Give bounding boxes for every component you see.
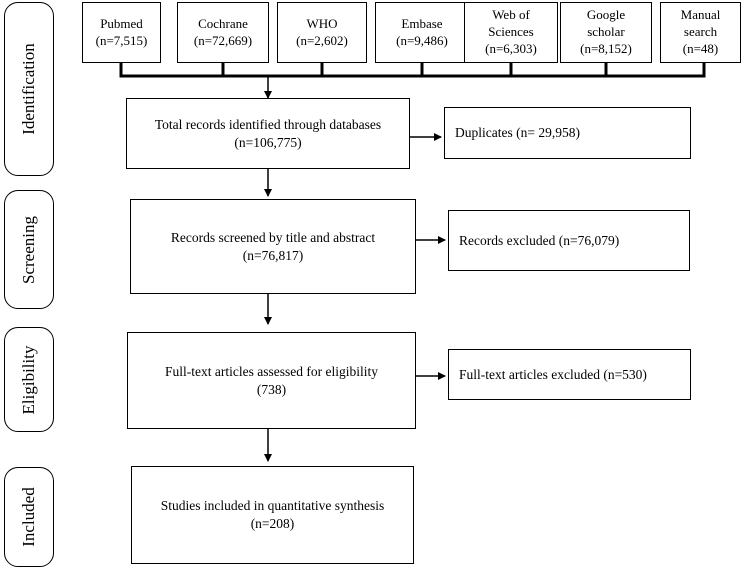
database-box-pubmed: Pubmed (n=7,515)	[82, 2, 161, 63]
stage-identification: Identification	[4, 2, 54, 176]
stage-label: Included	[19, 487, 38, 547]
database-name: Manual search	[680, 7, 721, 40]
assessed-count: (738)	[256, 381, 287, 397]
database-box-web-of-sciences: Web of Sciences (n=6,303)	[464, 2, 558, 63]
database-count: (n=72,669)	[193, 32, 253, 48]
database-box-who: WHO (n=2,602)	[277, 2, 367, 63]
database-box-embase: Embase (n=9,486)	[375, 2, 469, 63]
duplicates-box: Duplicates (n= 29,958)	[444, 107, 691, 159]
assessed-text: Full-text articles assessed for eligibil…	[165, 363, 378, 379]
screened-box: Records screened by title and abstract (…	[130, 199, 416, 294]
identified-box: Total records identified through databas…	[126, 98, 410, 169]
database-name: WHO	[306, 15, 338, 31]
stage-screening: Screening	[4, 190, 54, 309]
fulltext-excluded-box: Full-text articles excluded (n=530)	[448, 349, 691, 400]
assessed-box: Full-text articles assessed for eligibil…	[127, 332, 416, 429]
fulltext-excluded-text: Full-text articles excluded (n=530)	[459, 366, 647, 382]
database-box-cochrane: Cochrane (n=72,669)	[177, 2, 269, 63]
duplicates-text: Duplicates (n= 29,958)	[455, 125, 580, 141]
database-bus	[119, 63, 706, 78]
stage-label: Eligibility	[19, 345, 38, 414]
records-excluded-text: Records excluded (n=76,079)	[459, 232, 620, 248]
included-box: Studies included in quantitative synthes…	[131, 466, 414, 564]
database-count: (n=48)	[682, 40, 719, 56]
included-text: Studies included in quantitative synthes…	[160, 498, 385, 514]
database-name: Web of Sciences	[488, 7, 534, 40]
included-count: (n=208)	[250, 516, 295, 531]
identified-text: Total records identified through databas…	[154, 116, 382, 132]
database-name: Google scholar	[586, 7, 626, 40]
records-excluded-box: Records excluded (n=76,079)	[448, 210, 690, 271]
database-name: Cochrane	[198, 15, 248, 31]
stage-included: Included	[4, 467, 54, 567]
database-name: Pubmed	[100, 15, 143, 31]
database-name: Embase	[401, 15, 443, 31]
stage-label: Screening	[19, 215, 38, 284]
screened-count: (n=76,817)	[242, 247, 304, 263]
database-count: (n=7,515)	[95, 32, 148, 48]
database-box-manual-search: Manual search (n=48)	[660, 2, 741, 63]
database-count: (n=6,303)	[485, 40, 537, 56]
stage-eligibility: Eligibility	[4, 327, 54, 432]
database-count: (n=9,486)	[396, 32, 448, 48]
screened-text: Records screened by title and abstract	[170, 229, 376, 245]
identified-count: (n=106,775)	[234, 134, 302, 150]
stage-label: Identification	[19, 43, 38, 135]
database-box-google-scholar: Google scholar (n=8,152)	[560, 2, 652, 63]
database-count: (n=2,602)	[296, 32, 348, 48]
database-count: (n=8,152)	[580, 40, 632, 56]
